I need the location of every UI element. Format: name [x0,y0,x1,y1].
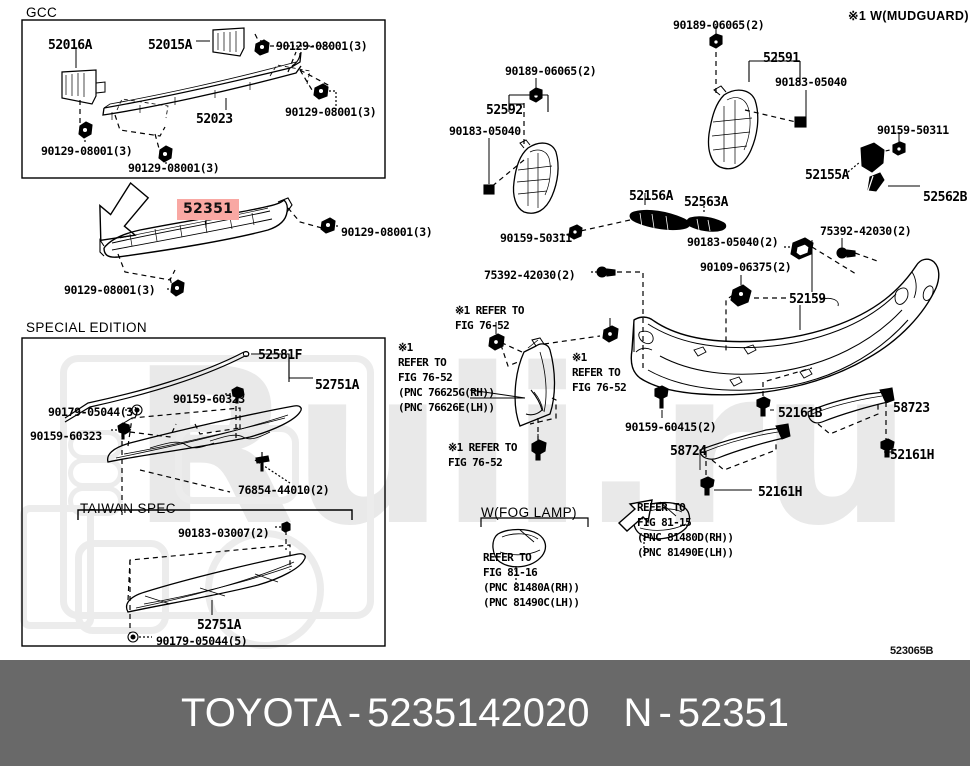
part-label-52159[interactable]: 52159 [789,292,826,307]
reference-line: REFER TO [398,356,447,369]
group-title-taiwan-spec: TAIWAN SPEC [80,501,176,516]
reference-line: FIG 76-52 [455,319,510,332]
reference-block-r1: ※1 REFER TO FIG 76-52 [455,303,524,333]
part-label-90183-05040[interactable]: 90183-05040 [449,124,521,138]
reference-line: FIG 81-16 [483,566,538,579]
part-label-90189-060652[interactable]: 90189-06065(2) [673,18,765,32]
part-label-90109-063752[interactable]: 90109-06375(2) [700,260,792,274]
part-label-52161h[interactable]: 52161H [758,485,802,500]
part-label-90129-080013[interactable]: 90129-08001(3) [128,161,220,175]
part-label-52161b[interactable]: 52161B [778,406,822,421]
part-label-52751a[interactable]: 52751A [315,378,359,393]
part-label-52161h[interactable]: 52161H [890,448,934,463]
reference-line: ※1 [572,351,587,364]
part-label-90129-080013[interactable]: 90129-08001(3) [276,39,368,53]
note-mudguard: ※1 W(MUDGUARD) [848,9,969,23]
part-label-58723[interactable]: 58723 [893,401,930,416]
reference-line: (PNC 76625G(RH)) [398,386,495,399]
part-label-52016a[interactable]: 52016A [48,38,92,53]
reference-line: FIG 76-52 [398,371,453,384]
reference-line: (PNC 81490E(LH)) [637,546,734,559]
footer-prefix: N [623,690,653,735]
reference-block-r6: REFER TO FIG 81-15 (PNC 81480D(RH)) (PNC 81… [637,500,734,560]
reference-line: (PNC 81490C(LH)) [483,596,580,609]
reference-block-r5: REFER TO FIG 81-16 (PNC 81480A(RH)) (PNC 81… [483,550,580,610]
diagram-code: 523065B [890,645,934,657]
part-label-90183-05040[interactable]: 90183-05040 [775,75,847,89]
part-label-90183-030072[interactable]: 90183-03007(2) [178,526,270,540]
part-label-52751a[interactable]: 52751A [197,618,241,633]
part-label-90179-050443[interactable]: 90179-05044(3) [48,405,140,419]
part-label-90129-080013[interactable]: 90129-08001(3) [285,105,377,119]
part-label-90159-50311[interactable]: 90159-50311 [877,123,949,137]
reference-line: ※1 REFER TO [455,304,524,317]
part-label-90159-604152[interactable]: 90159-60415(2) [625,420,717,434]
part-label-90129-080013[interactable]: 90129-08001(3) [64,283,156,297]
part-label-52592[interactable]: 52592 [486,103,523,118]
reference-line: REFER TO [637,501,686,514]
reference-line: FIG 76-52 [448,456,503,469]
part-label-90159-60323[interactable]: 90159-60323 [173,392,245,406]
part-label-52155a[interactable]: 52155A [805,168,849,183]
reference-line: ※1 [398,341,413,354]
part-label-52562b[interactable]: 52562B [923,190,967,205]
part-label-52156a[interactable]: 52156A [629,189,673,204]
part-label-75392-420302[interactable]: 75392-42030(2) [820,224,912,238]
part-label-90189-060652[interactable]: 90189-06065(2) [505,64,597,78]
reference-line: (PNC 76626E(LH)) [398,401,495,414]
part-label-90129-080013[interactable]: 90129-08001(3) [341,225,433,239]
reference-line: (PNC 81480D(RH)) [637,531,734,544]
part-label-90129-080013[interactable]: 90129-08001(3) [41,144,133,158]
footer-dash-2: - [658,690,672,735]
part-label-52015a[interactable]: 52015A [148,38,192,53]
part-label-90183-050402[interactable]: 90183-05040(2) [687,235,779,249]
reference-block-r4: ※1 REFER TO FIG 76-52 [448,440,517,470]
part-label-52591[interactable]: 52591 [763,51,800,66]
highlighted-part-label[interactable]: 52351 [177,199,240,220]
reference-line: FIG 76-52 [572,381,627,394]
part-label-90159-50311[interactable]: 90159-50311 [500,231,572,245]
part-label-52563a[interactable]: 52563A [684,195,728,210]
reference-line: ※1 REFER TO [448,441,517,454]
reference-line: FIG 81-15 [637,516,692,529]
footer-node: 52351 [677,690,789,735]
part-label-90179-050445[interactable]: 90179-05044(5) [156,634,248,648]
part-label-76854-440102[interactable]: 76854-44010(2) [238,483,330,497]
group-title-special-edition: SPECIAL EDITION [26,320,148,335]
reference-line: REFER TO [572,366,621,379]
footer-brand: TOYOTA [180,690,342,735]
footer-part-number: 5235142020 [367,690,590,735]
part-label-58724[interactable]: 58724 [670,444,707,459]
part-label-75392-420302[interactable]: 75392-42030(2) [484,268,576,282]
reference-line: (PNC 81480A(RH)) [483,581,580,594]
part-label-52023[interactable]: 52023 [196,112,233,127]
reference-line: REFER TO [483,551,532,564]
group-title-fog-lamp: W(FOG LAMP) [481,505,577,520]
group-title-gcc: GCC [26,5,58,20]
footer-dash-1: - [347,690,362,735]
part-label-90159-60323[interactable]: 90159-60323 [30,429,102,443]
part-label-52581f[interactable]: 52581F [258,348,302,363]
